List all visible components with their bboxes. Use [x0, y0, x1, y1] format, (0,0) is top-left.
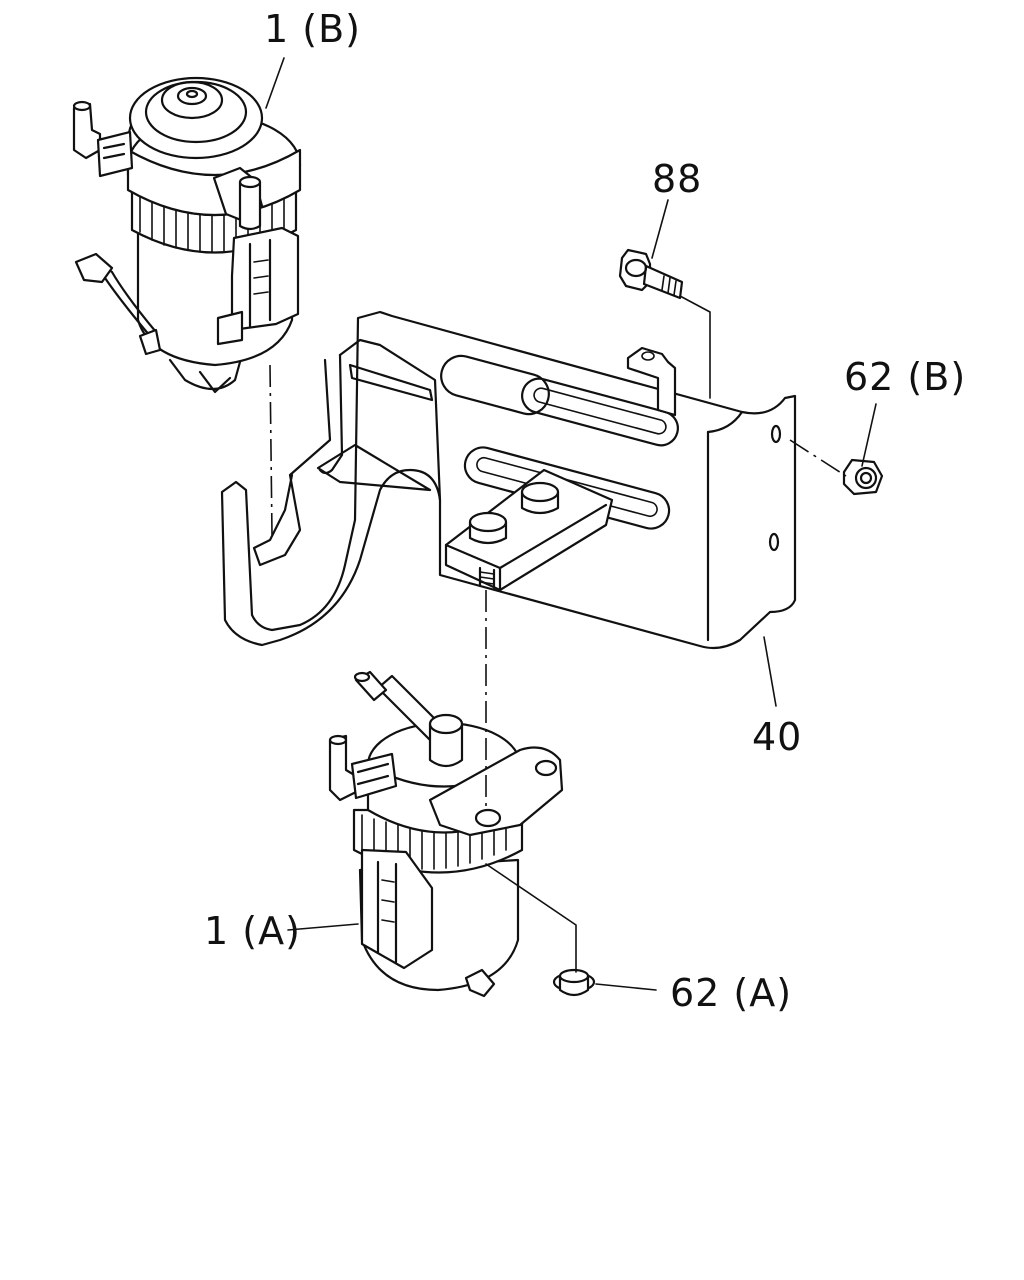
callout-bracket: 40 — [752, 715, 802, 759]
fuel-filter-b — [72, 76, 302, 394]
fuel-filter-a — [328, 670, 564, 998]
callout-filter-a: 1 (A) — [204, 909, 301, 953]
callout-filter-b: 1 (B) — [264, 7, 361, 51]
callout-nut-a: 62 (A) — [670, 971, 792, 1015]
mounting-bracket — [220, 310, 797, 650]
leader-lines — [265, 57, 877, 991]
callout-nut-b: 62 (B) — [844, 355, 966, 399]
clamp-plate — [444, 468, 614, 592]
nut-62b — [842, 458, 884, 496]
bolt-88 — [618, 248, 684, 300]
nut-62a — [552, 968, 596, 997]
callout-bolt: 88 — [652, 157, 702, 201]
